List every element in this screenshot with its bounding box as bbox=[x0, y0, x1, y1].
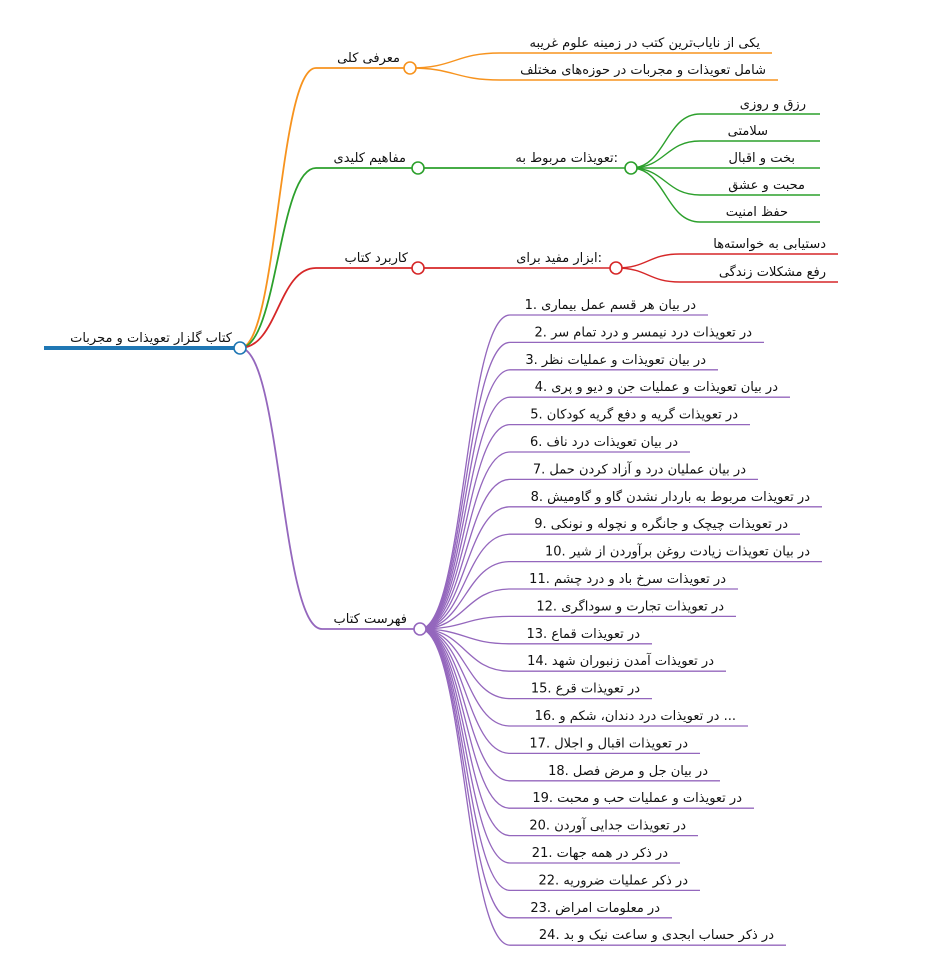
branch-label: کاربرد کتاب bbox=[345, 251, 409, 266]
toc-item-label: 22. در ذکر عملیات ضروریه bbox=[539, 873, 689, 888]
mind-map-nodes: کتاب گلزار تعویذات و مجربات معرفی کلی یکی … bbox=[70, 36, 826, 943]
leaf-edge bbox=[630, 167, 701, 196]
toc-item-label: 7. در بیان عملیان درد و آزاد کردن حمل bbox=[533, 460, 746, 477]
toc-item-label: 2. در تعویذات درد نیمسر و درد تمام سر bbox=[535, 325, 753, 340]
toc-item-label: 3. در بیان تعویذات و عملیات نظر bbox=[525, 353, 706, 368]
mind-map-edges bbox=[44, 52, 838, 946]
branch-node[interactable] bbox=[411, 161, 425, 175]
leaf-edge bbox=[409, 67, 501, 81]
toc-item-edge bbox=[419, 478, 511, 630]
toc-item-label: 1. در بیان هر قسم عمل بیماری bbox=[525, 298, 697, 313]
toc-item-label: 24. در ذکر حساب ابجدی و ساعت نیک و بد bbox=[539, 928, 774, 943]
toc-item-label: 11. در تعویذات سرخ باد و درد چشم bbox=[529, 572, 726, 587]
root-label: کتاب گلزار تعویذات و مجربات bbox=[70, 330, 233, 346]
toc-item-label: 6. در بیان تعویذات درد ناف bbox=[530, 435, 678, 450]
leaf-label: رفع مشکلات زندگی bbox=[719, 264, 826, 280]
leaf-edge bbox=[630, 113, 701, 169]
subbranch-label: ابزار مفید برای: bbox=[516, 251, 602, 266]
branch-node[interactable] bbox=[413, 622, 427, 636]
subbranch-node[interactable] bbox=[609, 261, 623, 275]
toc-item-edge bbox=[419, 451, 511, 630]
branch-node[interactable] bbox=[403, 61, 417, 75]
leaf-label: بخت و اقبال bbox=[729, 151, 795, 166]
toc-item-edge bbox=[419, 628, 511, 727]
leaf-label: حفظ امنیت bbox=[726, 205, 788, 220]
toc-item-label: 9. در تعویذات چیچک و جانگره و نچوله و نو… bbox=[534, 516, 788, 532]
toc-item-edge bbox=[419, 533, 511, 630]
leaf-edge bbox=[630, 167, 701, 223]
toc-item-label: 20. در تعویذات جدایی آوردن bbox=[529, 817, 686, 834]
toc-item-edge bbox=[419, 628, 511, 919]
leaf-edge bbox=[409, 52, 501, 69]
toc-item-edge bbox=[419, 369, 511, 630]
toc-item-label: 5. در تعویذات گریه و دفع گریه کودکان bbox=[530, 407, 738, 423]
leaf-label: محبت و عشق bbox=[728, 178, 805, 193]
leaf-label: شامل تعویذات و مجربات در حوزه‌های مختلف bbox=[520, 63, 766, 78]
toc-item-label: 12. در تعویذات تجارت و سوداگری bbox=[536, 598, 724, 614]
toc-item-edge bbox=[419, 628, 511, 700]
leaf-label: سلامتی bbox=[728, 124, 768, 139]
branch-label: فهرست کتاب bbox=[334, 612, 407, 627]
leaf-edge bbox=[615, 267, 681, 283]
toc-item-edge bbox=[419, 628, 511, 892]
root-node[interactable] bbox=[233, 341, 247, 355]
subbranch-node[interactable] bbox=[624, 161, 638, 175]
toc-item-label: 4. در بیان تعویذات و عملیات جن و دیو و پ… bbox=[535, 380, 779, 395]
leaf-edge bbox=[615, 253, 681, 269]
branch-edge bbox=[239, 67, 317, 349]
toc-item-label: 8. در تعویذات مربوط به باردار نشدن گاو و… bbox=[531, 489, 811, 505]
toc-item-label: 17. در تعویذات اقبال و اجلال bbox=[529, 736, 688, 751]
subbranch-label: تعویذات مربوط به: bbox=[515, 151, 618, 166]
toc-item-label: 13. در تعویذات قماع bbox=[527, 627, 641, 642]
branch-edge bbox=[239, 267, 317, 349]
toc-item-edge bbox=[419, 506, 511, 630]
toc-item-label: 21. در ذکر در همه جهات bbox=[532, 846, 668, 861]
leaf-label: یکی از نایاب‌ترین کتب در زمینه علوم غریب… bbox=[530, 36, 761, 51]
toc-item-edge bbox=[419, 628, 511, 837]
toc-item-edge bbox=[419, 588, 511, 630]
branch-label: مفاهیم کلیدی bbox=[334, 151, 406, 166]
toc-item-label: 16. در تعویذات درد دندان، شکم و ... bbox=[535, 709, 736, 724]
branch-edge bbox=[239, 347, 323, 630]
leaf-label: دستیابی به خواسته‌ها bbox=[713, 237, 826, 252]
toc-item-edge bbox=[419, 628, 511, 809]
branch-node[interactable] bbox=[411, 261, 425, 275]
toc-item-edge bbox=[419, 560, 511, 630]
toc-item-label: 15. در تعویذات قرع bbox=[531, 682, 640, 697]
branch-edge bbox=[239, 167, 317, 349]
toc-item-label: 14. در تعویذات آمدن زنبوران شهد bbox=[527, 652, 714, 669]
leaf-edge bbox=[630, 140, 701, 169]
toc-item-edge bbox=[419, 423, 511, 630]
toc-item-edge bbox=[419, 628, 511, 946]
toc-item-label: 23. در معلومات امراض bbox=[530, 901, 660, 916]
toc-item-edge bbox=[419, 615, 511, 630]
toc-item-edge bbox=[419, 628, 511, 672]
toc-item-edge bbox=[419, 628, 511, 755]
toc-item-edge bbox=[419, 628, 511, 645]
toc-item-label: 19. در تعویذات و عملیات حب و محبت bbox=[532, 791, 742, 806]
branch-label: معرفی کلی bbox=[337, 51, 400, 66]
toc-item-edge bbox=[419, 341, 511, 630]
toc-item-edge bbox=[419, 628, 511, 782]
toc-item-edge bbox=[419, 314, 511, 630]
toc-item-label: 18. در بیان جل و مرض فصل bbox=[548, 764, 708, 779]
leaf-label: رزق و روزی bbox=[740, 97, 806, 112]
toc-item-label: 10. در بیان تعویذات زیادت روغن برآوردن ا… bbox=[545, 543, 810, 560]
toc-item-edge bbox=[419, 396, 511, 630]
